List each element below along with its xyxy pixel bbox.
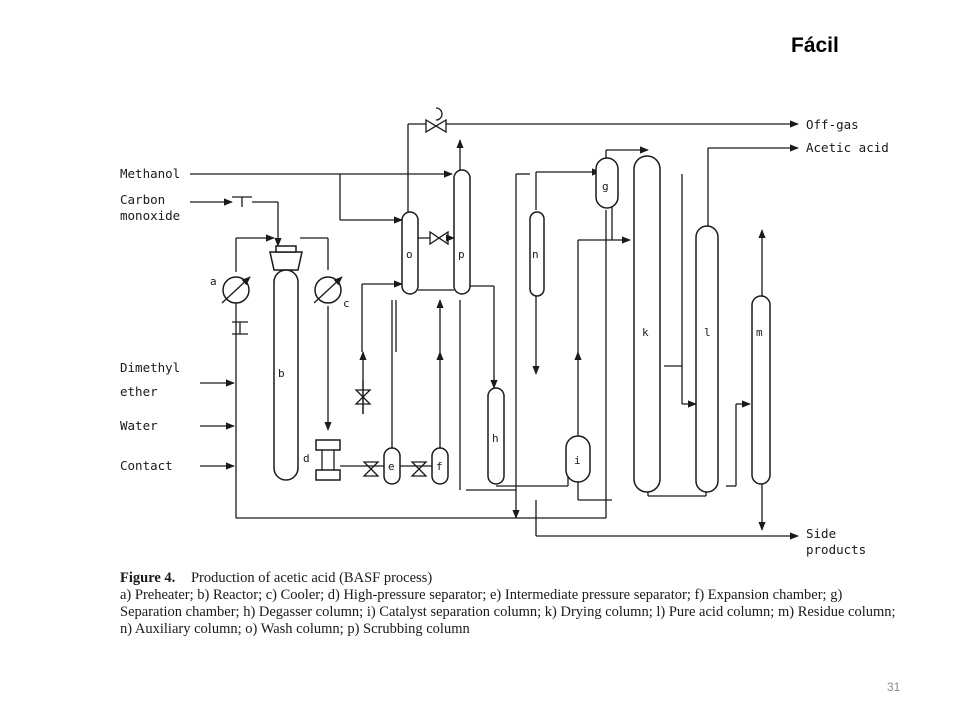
catalyst-separation-column-i: i bbox=[565, 435, 591, 483]
residue-column-m: m bbox=[751, 295, 771, 485]
label-b: b bbox=[278, 367, 285, 380]
process-flow-diagram: b a c d e f bbox=[120, 107, 889, 557]
figure-legend: a) Preheater; b) Reactor; c) Cooler; d) … bbox=[120, 587, 896, 637]
label-carbon-2: monoxide bbox=[120, 208, 180, 223]
label-l: l bbox=[704, 326, 711, 339]
label-water: Water bbox=[120, 418, 158, 433]
label-n: n bbox=[532, 248, 539, 261]
label-off-gas: Off-gas bbox=[806, 117, 859, 132]
expansion-chamber-f: f bbox=[431, 351, 449, 485]
page-number: 31 bbox=[887, 680, 901, 694]
label-k: k bbox=[642, 326, 649, 339]
label-c: c bbox=[343, 297, 350, 310]
reactor-loop-lines bbox=[235, 210, 607, 519]
label-a: a bbox=[210, 275, 217, 288]
label-o: o bbox=[406, 248, 413, 261]
separation-chamber-g: g bbox=[595, 157, 619, 209]
label-side-2: products bbox=[806, 542, 866, 557]
label-g: g bbox=[602, 180, 609, 193]
control-valves bbox=[354, 107, 449, 477]
figure-title: Production of acetic acid (BASF process) bbox=[190, 570, 433, 586]
cooler-c: c bbox=[313, 276, 350, 310]
degasser-column-h: h bbox=[487, 387, 505, 485]
preheater-a: a bbox=[210, 275, 251, 304]
label-p: p bbox=[458, 248, 465, 261]
stream-labels: Methanol Carbon monoxide Dimethyl ether … bbox=[120, 117, 889, 557]
label-dimethyl-1: Dimethyl bbox=[120, 360, 180, 375]
process-lines bbox=[339, 120, 799, 540]
label-methanol: Methanol bbox=[120, 166, 180, 181]
pure-acid-column-l: l bbox=[695, 225, 719, 493]
auxiliary-column-n: n bbox=[529, 211, 545, 297]
label-i: i bbox=[574, 454, 581, 467]
label-h: h bbox=[492, 432, 499, 445]
figure-caption: Figure 4. Production of acetic acid (BAS… bbox=[120, 570, 900, 638]
figure-number: Figure 4. bbox=[120, 570, 176, 586]
wash-column-o: o bbox=[401, 211, 419, 295]
label-contact: Contact bbox=[120, 458, 173, 473]
drying-column-k: k bbox=[633, 155, 661, 493]
difficulty-badge: Fácil bbox=[791, 34, 839, 57]
label-side-1: Side bbox=[806, 526, 836, 541]
label-d: d bbox=[303, 452, 310, 465]
label-m: m bbox=[756, 326, 763, 339]
label-e: e bbox=[388, 460, 395, 473]
label-carbon-1: Carbon bbox=[120, 192, 165, 207]
label-f: f bbox=[436, 460, 443, 473]
label-dimethyl-2: ether bbox=[120, 384, 158, 399]
separator-e: e bbox=[383, 300, 401, 485]
scrubbing-column-p: p bbox=[453, 169, 471, 295]
pressure-controller-symbols bbox=[232, 196, 252, 335]
reactor-b: b bbox=[269, 245, 303, 481]
label-acetic-acid: Acetic acid bbox=[806, 140, 889, 155]
separator-d: d bbox=[303, 439, 341, 481]
